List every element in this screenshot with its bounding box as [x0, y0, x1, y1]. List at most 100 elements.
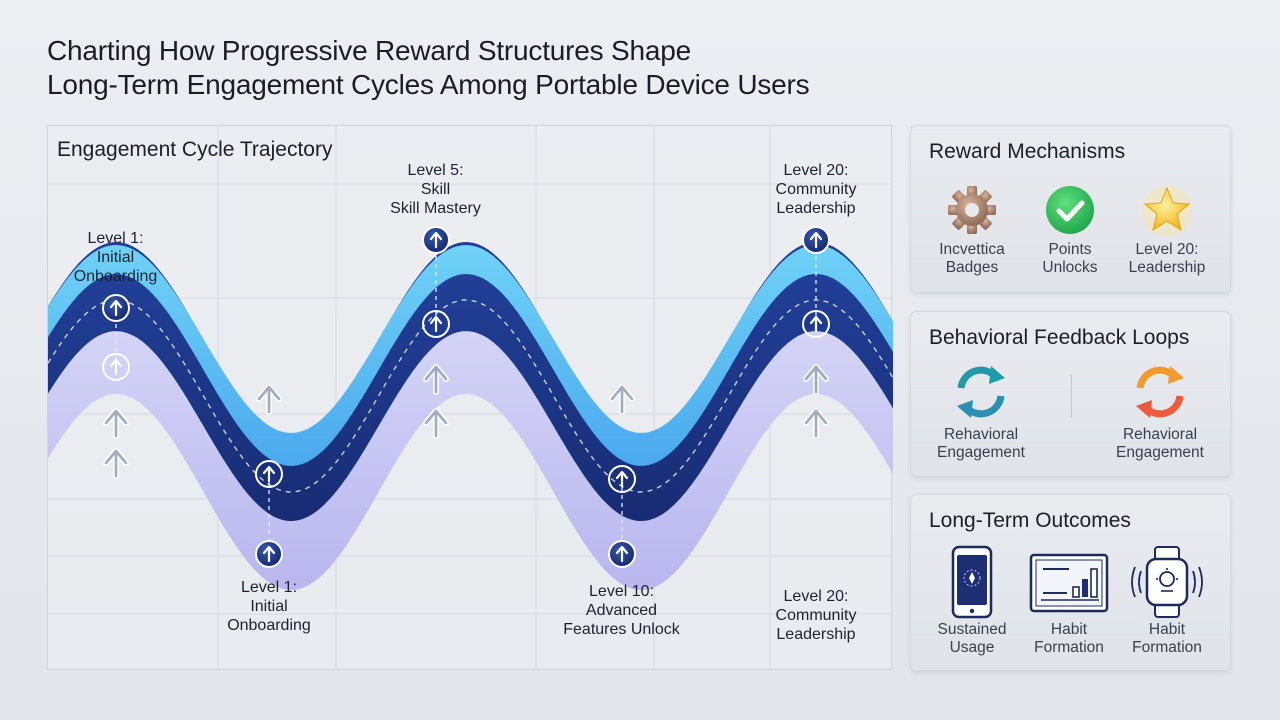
trajectory-title: Engagement Cycle Trajectory [57, 138, 333, 161]
feedback-loops-card: Behavioral Feedback Loops Rehavioral Eng… [910, 311, 1231, 477]
arrow-head [424, 409, 448, 425]
star-icon [1142, 186, 1192, 236]
arrow-head [804, 365, 828, 381]
up-arrow-icon [803, 364, 829, 395]
feedback-caption-line: Engagement [937, 444, 1025, 461]
feedback-caption-line: Rehavioral [1122, 426, 1198, 443]
up-arrow-icon [423, 364, 449, 395]
page-title: Charting How Progressive Reward Structur… [47, 34, 927, 102]
level-label-line: Advanced [585, 602, 658, 619]
level-node [802, 310, 830, 338]
level-label-top-1: Level 1: Initial Onboarding [68, 229, 163, 286]
level-label-top-2: Level 5: Skill Skill Mastery [373, 161, 498, 218]
outcome-caption-line: Formation [1132, 639, 1202, 656]
arrow-head [615, 545, 629, 555]
level-node [802, 226, 830, 254]
feedback-caption-line: Engagement [1116, 444, 1204, 461]
outcome-caption-line: Habit [1050, 621, 1088, 638]
level-label-line: Initial [250, 598, 288, 615]
outcome-caption-line: Usage [949, 639, 995, 656]
arrow-head [610, 385, 634, 401]
title-line-1: Charting How Progressive Reward Structur… [47, 35, 692, 66]
cycle-arrows-orange-icon [1136, 366, 1184, 418]
level-label-line: Leadership [776, 626, 856, 643]
level-label-line: Leadership [776, 200, 856, 217]
level-label-line: Skill [420, 181, 451, 198]
level-node [102, 294, 130, 322]
level-label-line: Features Unlock [563, 621, 680, 638]
arrow-head [262, 465, 276, 475]
level-node [422, 226, 450, 254]
level-label-line: Level 20: [783, 162, 849, 179]
gear-badge-icon [948, 186, 996, 234]
level-label-line: Onboarding [73, 268, 158, 285]
node-ring [255, 460, 283, 488]
arrow-head [429, 315, 443, 325]
up-arrow-icon [256, 384, 282, 415]
cycle-arrows-teal-icon [957, 366, 1005, 418]
level-label-bottom-3: Level 20: Community Leadership [761, 587, 871, 644]
level-label-line: Skill Mastery [390, 200, 481, 217]
checkmark-icon [1046, 186, 1094, 234]
feedback-caption-line: Rehavioral [943, 426, 1019, 443]
outcome-item-monitor: Habit Formation [1019, 545, 1119, 657]
level-node [255, 540, 283, 568]
level-label-line: Level 1: [87, 230, 144, 247]
level-label-line: Community [775, 607, 857, 624]
level-node [255, 460, 283, 488]
up-arrow-icon [803, 408, 829, 439]
reward-mechanisms-title: Reward Mechanisms [929, 140, 1126, 163]
outcome-caption-line: Habit [1148, 621, 1186, 638]
engagement-path-dashed [48, 299, 893, 493]
reward-item-points: Points Unlocks [1020, 182, 1120, 277]
up-arrow-icon [103, 448, 129, 479]
smartphone-icon [951, 545, 993, 619]
arrow-head [109, 299, 123, 309]
reward-caption-line: Level 20: [1135, 241, 1199, 258]
node-ring [102, 353, 130, 381]
wave-bands [48, 242, 893, 590]
top-band [48, 245, 893, 470]
level-label-bottom-2: Level 10: Advanced Features Unlock [554, 582, 689, 639]
monitor-chart-icon [1029, 553, 1109, 613]
up-arrow-icon [103, 408, 129, 439]
outcome-item-phone: Sustained Usage [922, 545, 1022, 657]
level-label-line: Level 5: [407, 162, 464, 179]
arrow-head [809, 231, 823, 241]
outcome-caption-line: Sustained [937, 621, 1007, 638]
reward-mechanisms-card: Reward Mechanisms [910, 125, 1231, 293]
wave-decorations [102, 226, 830, 568]
arrow-head [809, 315, 823, 325]
arrow-head [104, 449, 128, 465]
middle-band-inner [48, 274, 893, 521]
arrow-head [429, 231, 443, 241]
arrow-head [109, 358, 123, 368]
level-label-line: Level 10: [589, 583, 654, 600]
reward-item-leadership: Level 20: Leadership [1117, 182, 1217, 277]
reward-caption-line: Leadership [1128, 259, 1206, 276]
arrow-head [104, 409, 128, 425]
level-label-line: Level 1: [240, 579, 298, 596]
arrow-head [424, 365, 448, 381]
level-label-top-3: Level 20: Community Leadership [761, 161, 871, 218]
up-arrow-icon [423, 408, 449, 439]
node-ring [608, 465, 636, 493]
arrow-head [804, 409, 828, 425]
bottom-band [48, 259, 893, 590]
arrow-head [257, 385, 281, 401]
long-term-outcomes-card: Long-Term Outcomes Sustained Usage Habit [910, 494, 1231, 671]
engagement-cycle-panel: Engagement Cycle Trajectory Level 1: Ini… [47, 125, 893, 671]
engagement-wave-diagram [48, 126, 893, 671]
level-label-line: Community [775, 181, 857, 198]
level-node [608, 540, 636, 568]
long-term-outcomes-title: Long-Term Outcomes [929, 509, 1131, 532]
title-line-2: Long-Term Engagement Cycles Among Portab… [47, 69, 810, 100]
feedback-loops-title: Behavioral Feedback Loops [929, 326, 1190, 349]
level-label-bottom-1: Level 1: Initial Onboarding [214, 578, 324, 635]
smartwatch-icon [1131, 546, 1203, 618]
level-node [102, 353, 130, 381]
feedback-divider [1071, 374, 1072, 418]
reward-caption-line: Incvettica [939, 241, 1005, 258]
reward-caption-line: Points [1048, 241, 1092, 258]
outcome-caption-line: Formation [1034, 639, 1104, 656]
